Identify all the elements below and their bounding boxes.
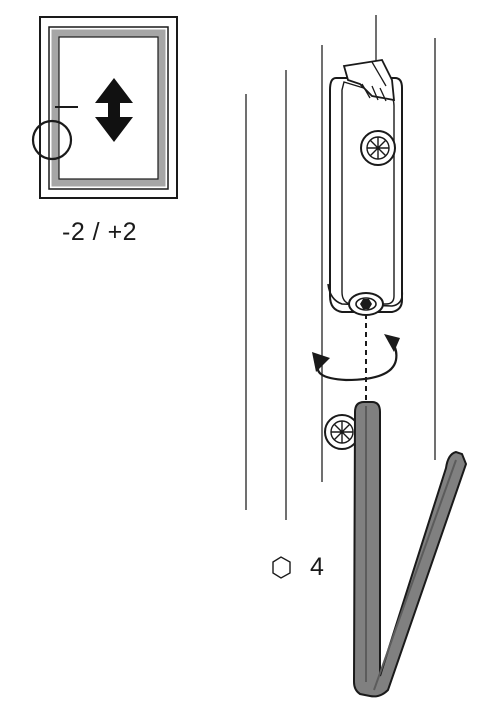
- hex-allen-key: [352, 401, 468, 698]
- adjustment-socket: [348, 292, 384, 316]
- hex-key-size-label: 4: [310, 553, 324, 581]
- rotation-arrow: [312, 334, 400, 382]
- hinge-detail-circle: [31, 119, 73, 161]
- rotation-arrowhead-right: [384, 334, 400, 352]
- hinge-housing: [329, 77, 403, 313]
- frame-screw-lower: [324, 414, 360, 450]
- rotation-arrowhead-left: [312, 352, 330, 372]
- vertical-double-arrow-icon: [95, 78, 133, 142]
- window-pictogram: [31, 16, 178, 199]
- hexagon-icon: [272, 556, 291, 579]
- adjustment-range-label: -2 / +2: [62, 218, 138, 246]
- frame-profile-lines: [245, 15, 436, 520]
- hinge-body: [327, 59, 404, 316]
- hinge-screw-upper: [360, 130, 396, 166]
- allen-key-highlight: [365, 406, 457, 691]
- allen-key-body: [352, 401, 468, 698]
